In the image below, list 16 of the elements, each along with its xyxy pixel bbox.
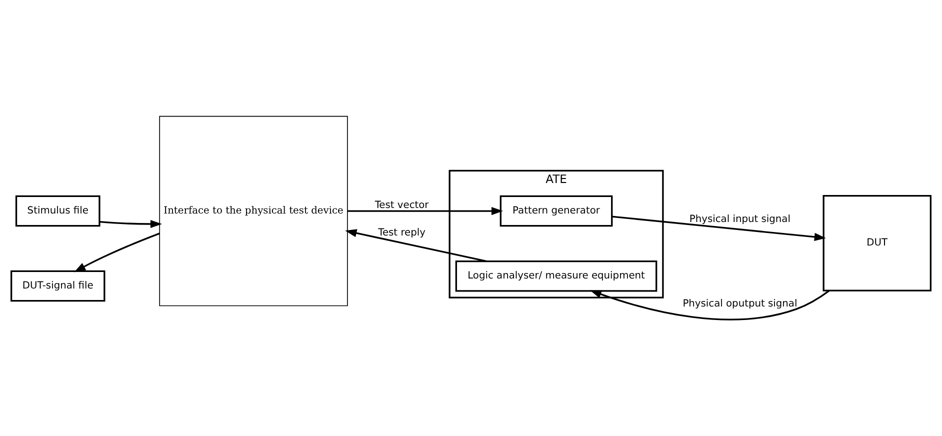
arrow [74,232,160,272]
arrow [612,216,826,241]
edge-label: Physical input signal [689,214,790,226]
node-box: Stimulus file [15,195,100,227]
node-box: DUT [822,194,932,292]
node-box: Pattern generator [500,195,613,227]
node-box: DUT-signal file [10,270,106,302]
edge-label: Physical oputput signal [682,298,798,310]
edge-label: Test reply [378,227,426,238]
edge-label: Test vector [374,200,429,212]
node-box: Logic analyser/ measure equipment [455,260,658,292]
arrow [100,220,162,228]
node-box: Interface to the physical test device [159,116,348,306]
arrow [590,290,830,320]
arrow [345,229,487,262]
arrow [348,206,504,216]
